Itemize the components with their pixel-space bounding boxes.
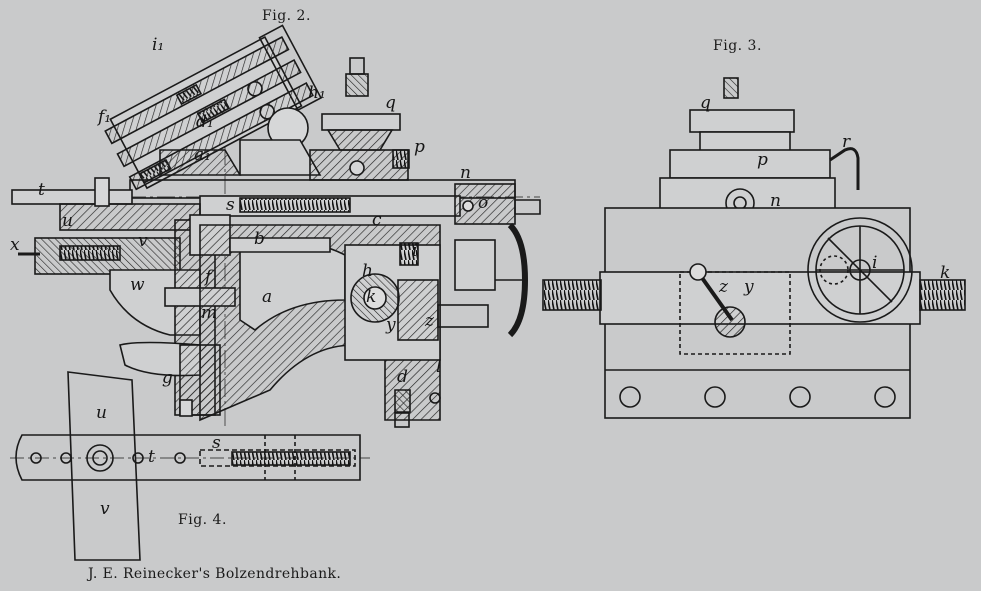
label-h: h: [362, 261, 373, 281]
label-g: g: [162, 368, 173, 388]
label-a: a: [262, 287, 272, 307]
fig2-title: Fig. 2.: [262, 8, 311, 24]
fig3-drawing: [542, 77, 966, 419]
label-w: w: [130, 275, 145, 295]
fig2-labels: i₁ h₁ f₁ d₁ a₁ q p n o c s t u x v b w f…: [10, 35, 488, 388]
label-x: x: [10, 235, 20, 255]
label-y: y: [385, 315, 396, 335]
label-d1: d₁: [196, 112, 214, 132]
label-r: r: [842, 132, 851, 152]
label-i: i: [872, 253, 877, 273]
fig3-title: Fig. 3.: [713, 38, 762, 54]
label-v: v: [138, 231, 148, 251]
label-p: p: [757, 150, 768, 170]
label-n: n: [460, 163, 471, 183]
fig4-labels: u t s v: [96, 403, 221, 519]
label-u: u: [96, 403, 107, 423]
fig3-labels: q p r n i k z y: [700, 93, 950, 297]
plate-caption: J. E. Reinecker's Bolzendrehbank.: [88, 566, 342, 582]
label-z: z: [718, 277, 729, 297]
label-c: c: [372, 210, 382, 230]
label-o: o: [478, 193, 488, 213]
label-s: s: [212, 433, 221, 453]
label-a1: a₁: [194, 145, 211, 165]
label-m: m: [201, 303, 217, 323]
label-f1: f₁: [96, 107, 111, 127]
fig2-drawing: [11, 24, 541, 430]
label-l: l: [436, 357, 441, 377]
label-z: z: [424, 311, 435, 331]
label-b: b: [254, 229, 265, 249]
label-q: q: [385, 93, 396, 113]
label-y: y: [743, 277, 754, 297]
fig4-title: Fig. 4.: [178, 512, 227, 528]
label-t: t: [148, 447, 155, 467]
label-v: v: [100, 499, 110, 519]
label-p: p: [414, 137, 425, 157]
label-s: s: [226, 195, 235, 215]
label-d: d: [397, 367, 408, 387]
label-t: t: [38, 180, 45, 200]
label-n: n: [770, 191, 781, 211]
label-q: q: [700, 93, 711, 113]
label-h1: h₁: [308, 83, 326, 103]
label-k: k: [940, 263, 950, 283]
label-k: k: [366, 287, 376, 307]
label-f: f: [203, 267, 214, 287]
label-u: u: [62, 211, 73, 231]
label-i1: i₁: [152, 35, 164, 55]
fig4-drawing: [10, 371, 370, 561]
label-i: i: [412, 241, 417, 261]
